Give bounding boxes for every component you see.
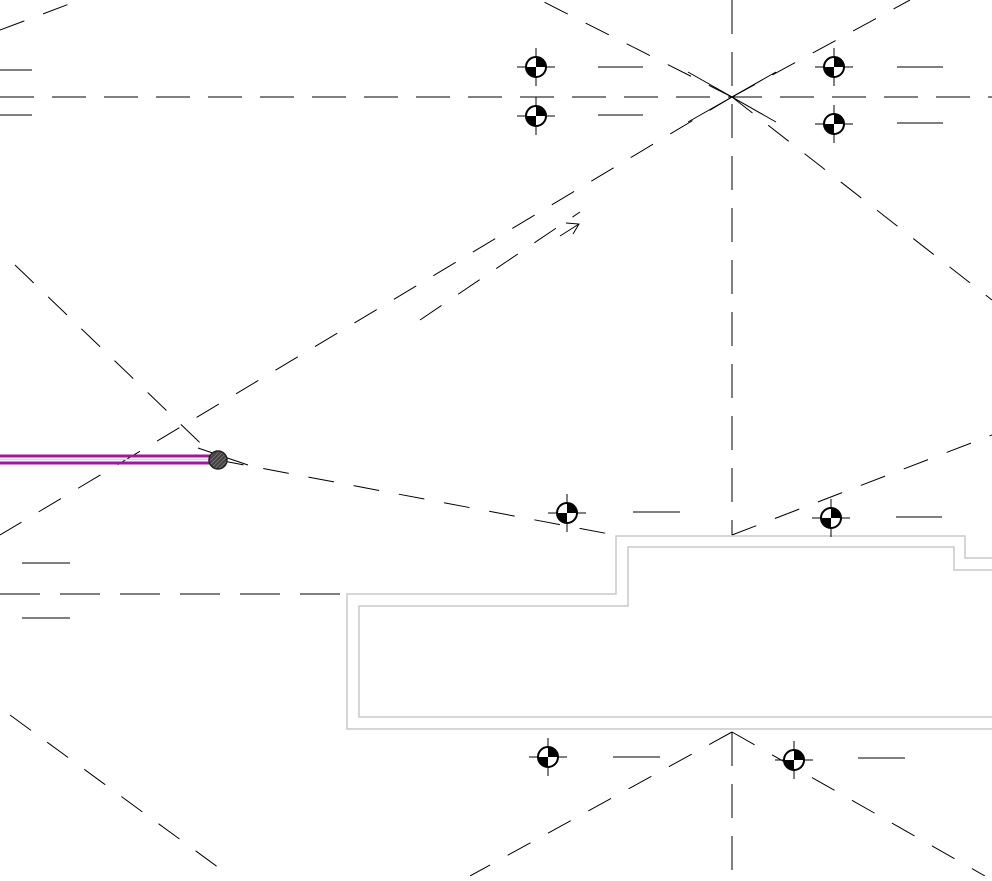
elevation-target-icon[interactable] [548,494,586,532]
roof-outline-inner[interactable] [358,546,992,718]
hip-line-bottom-center-right[interactable] [731,731,986,877]
dimension-stubs [0,66,943,759]
roof-outline[interactable] [346,535,992,730]
valley-line-lower[interactable] [217,459,621,537]
selected-pipe-run[interactable] [0,454,218,465]
elevation-target-icon[interactable] [812,499,850,537]
ridge-intersection-cross[interactable] [687,71,777,123]
hip-line-bottom-center-left[interactable] [469,731,733,877]
elevation-target-icon[interactable] [517,97,555,135]
hip-line-bottom-left[interactable] [9,714,231,877]
roof-outline-outer[interactable] [346,535,992,730]
elevation-target-icon[interactable] [815,48,853,86]
hip-line-top-right-upper[interactable] [731,0,911,98]
elevation-target-icon[interactable] [815,105,853,143]
hip-line-right-lower[interactable] [731,434,992,536]
elevation-target-icon[interactable] [529,738,567,776]
hip-line-left-descending[interactable] [14,264,219,461]
elevation-target-icon[interactable] [775,741,813,779]
hip-line-main-diagonal[interactable] [0,96,733,536]
hip-line-upper-left[interactable] [0,0,81,31]
hip-line-top-left-upper[interactable] [539,0,733,98]
slope-arrow-icon[interactable] [559,222,580,237]
elevation-target-icon[interactable] [517,48,555,86]
pipe-end-node[interactable] [197,447,249,470]
hip-line-main-diagonal-offset[interactable] [419,211,581,321]
hip-line-top-right[interactable] [731,96,992,301]
